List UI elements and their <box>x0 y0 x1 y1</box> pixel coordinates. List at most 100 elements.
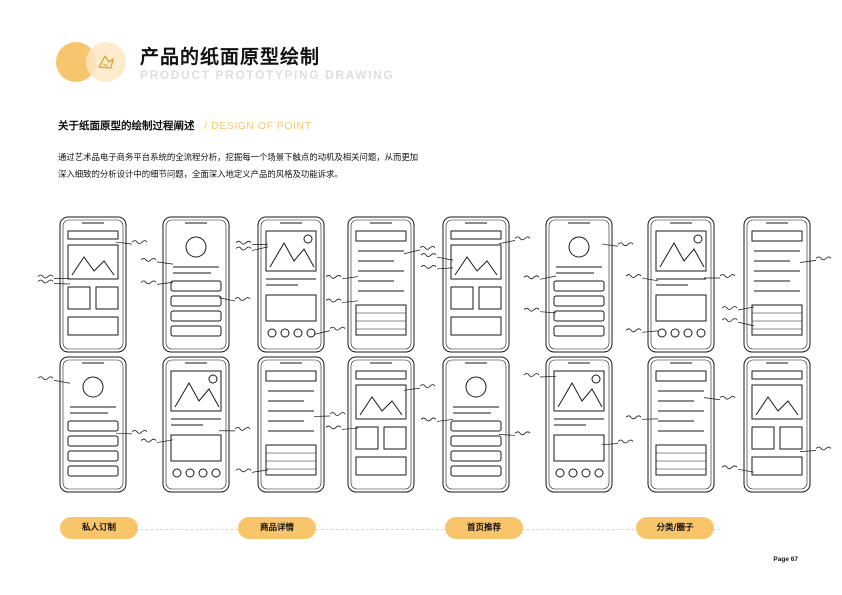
sketch-list-row <box>170 310 222 322</box>
sketch-list-row <box>553 280 605 292</box>
sketch-list-row <box>67 435 119 447</box>
phone-sketch-screen <box>165 359 227 490</box>
annotation-scribble <box>131 240 148 245</box>
sketch-list-row <box>67 465 119 477</box>
sketch-hero-image <box>655 230 707 272</box>
sketch-card <box>751 456 803 476</box>
annotation-scribble <box>617 242 634 247</box>
sketch-mountain-icon <box>71 256 115 276</box>
annotation-scribble <box>235 240 252 245</box>
sketch-thumb <box>478 286 502 310</box>
annotation-scribble <box>325 425 342 430</box>
sketch-mountain-icon <box>659 241 705 268</box>
phone-sketch-screen <box>650 359 712 490</box>
phone-sketch-frame <box>162 356 230 493</box>
phone-sketch-frame <box>545 216 613 353</box>
sketch-hero-image <box>170 370 222 412</box>
sketch-keyboard-block <box>265 444 317 476</box>
phone-sketch-screen <box>350 359 412 490</box>
annotation-arrow <box>156 281 174 285</box>
annotation-arrow <box>156 439 174 443</box>
annotation-arrow <box>641 277 659 282</box>
annotation-arrow <box>737 468 755 473</box>
section-title-en: DESIGN OF POINT <box>211 120 312 132</box>
annotation-arrow <box>799 260 817 263</box>
annotation-scribble <box>523 307 540 312</box>
annotation-arrow <box>115 241 133 245</box>
phone-sketch-screen <box>548 219 610 350</box>
sketch-header-bar <box>751 230 803 242</box>
sketch-nav-dot <box>280 328 290 338</box>
phone-sketch-frame <box>647 356 715 493</box>
sketch-info-block <box>655 294 707 322</box>
sketch-thumb <box>355 426 379 450</box>
annotation-scribble <box>234 426 251 431</box>
annotation-arrow <box>737 321 755 327</box>
sketch-avatar <box>465 376 487 398</box>
section-title: 关于纸面原型的绘制过程阐述 <box>58 120 195 132</box>
sketch-list-row <box>450 465 502 477</box>
pencil-swirl-icon <box>98 55 114 69</box>
annotation-arrow <box>403 249 421 255</box>
annotation-scribble <box>140 257 157 262</box>
sketch-mountain-icon <box>174 381 220 408</box>
annotation-arrow <box>251 469 269 473</box>
brand-logo <box>56 42 126 82</box>
sketch-thumb <box>751 426 775 450</box>
sketch-list-row <box>170 325 222 337</box>
phone-sketch-frame <box>442 356 510 493</box>
sketch-search-bar <box>355 370 407 380</box>
sketch-thumb <box>67 286 91 310</box>
sketch-list-row <box>67 420 119 432</box>
annotation-arrow <box>799 450 817 452</box>
paper-prototype-sketches <box>37 216 832 493</box>
sketch-banner-image <box>355 384 407 420</box>
phone-sketch-screen <box>445 219 507 350</box>
stage-pill-custom-order: 私人订制 <box>60 517 138 539</box>
annotation-arrow <box>436 418 454 422</box>
sketch-thumb <box>383 426 407 450</box>
sketch-mountain-icon <box>359 396 403 416</box>
annotation-arrow <box>341 427 359 430</box>
sketch-avatar <box>82 376 104 398</box>
phone-sketch-frame <box>442 216 510 353</box>
sketch-list-row <box>450 420 502 432</box>
annotation-arrow <box>539 311 557 314</box>
phone-sketch-frame <box>257 356 325 493</box>
sketch-header-bar <box>265 370 317 382</box>
phone-sketch-frame <box>743 216 811 353</box>
page-title: 产品的纸面原型绘制 <box>140 46 321 68</box>
sketch-nav-dot <box>306 328 316 338</box>
annotation-scribble <box>719 274 736 278</box>
description-line-2: 深入细致的分析设计中的细节问题，全面深入地定义产品的风格及功能诉求。 <box>58 169 343 179</box>
phone-sketch-screen <box>62 219 124 350</box>
sketch-banner-image <box>751 384 803 420</box>
annotation-arrow <box>539 275 557 280</box>
annotation-scribble <box>815 446 832 451</box>
phone-sketch-screen <box>350 219 412 350</box>
annotation-scribble <box>325 274 342 279</box>
description-line-1: 通过艺术品电子商务平台系统的全流程分析，挖掘每一个场景下触点的动机及相关问题，从… <box>58 152 419 162</box>
sketch-header-bar <box>355 230 407 242</box>
sketch-info-block <box>265 294 317 322</box>
sketch-mountain-icon <box>755 396 799 416</box>
annotation-scribble <box>37 376 54 381</box>
phone-sketch-frame <box>647 216 715 353</box>
description: 通过艺术品电子商务平台系统的全流程分析，挖掘每一个场景下触点的动机及相关问题，从… <box>58 149 418 183</box>
sketch-nav-dot <box>211 468 221 478</box>
phone-sketch-screen <box>62 359 124 490</box>
sketch-mountain-icon <box>269 241 315 268</box>
annotation-scribble <box>514 236 531 241</box>
annotation-arrow <box>498 434 516 436</box>
page-number: Page 67 <box>773 556 798 563</box>
sketch-sun-icon <box>208 374 218 384</box>
sketch-nav-dot <box>172 468 182 478</box>
section-separator: / <box>204 120 208 132</box>
sketch-list-row <box>450 435 502 447</box>
page-subtitle: PRODUCT PROTOTYPING DRAWING <box>140 68 395 82</box>
sketch-list-row <box>553 310 605 322</box>
sketch-nav-dot <box>568 468 578 478</box>
sketch-info-block <box>553 434 605 462</box>
sketch-search-bar <box>751 370 803 380</box>
annotation-scribble <box>37 274 54 279</box>
